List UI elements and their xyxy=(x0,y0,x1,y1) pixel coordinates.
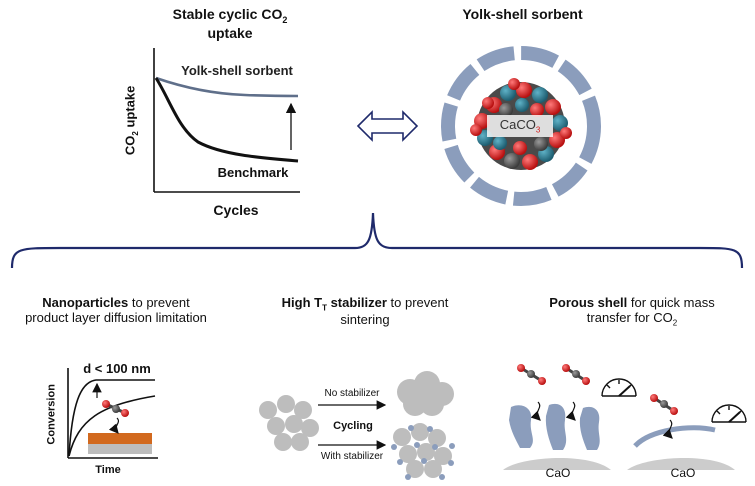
shell-fragment-3 xyxy=(579,406,600,450)
nano-conversion-curve xyxy=(68,379,155,457)
curly-brace xyxy=(10,212,744,269)
cao-base-left xyxy=(503,457,611,470)
caco3-label-box xyxy=(487,115,553,137)
conversion-axis-label: Conversion xyxy=(45,384,58,445)
yolk-shell-title: Yolk-shell sorbent xyxy=(462,6,583,22)
double-arrow xyxy=(356,110,419,142)
yolk-shell-curve xyxy=(155,76,299,98)
porous-shell-ring xyxy=(441,46,601,206)
nanoparticles-title: Nanoparticles to prevent product layer d… xyxy=(25,295,207,325)
uptake-chart-title: Stable cyclic CO2 uptake xyxy=(172,6,288,42)
particle-size-label: d < 100 nm xyxy=(83,361,151,376)
stabilized-particles xyxy=(391,423,455,480)
shell-fragment-1 xyxy=(509,405,533,448)
stabilizer-illustration xyxy=(259,371,455,480)
uptake-chart xyxy=(153,48,300,193)
cycling-label: Cycling xyxy=(333,420,373,432)
caco3-label: CaCO3 xyxy=(499,117,541,135)
co2-molecule-1 xyxy=(517,364,546,385)
product-layer xyxy=(88,433,152,444)
speedometer-icon-left xyxy=(601,378,637,397)
co2-molecule-2 xyxy=(562,364,590,385)
co2-molecule-3 xyxy=(650,394,678,415)
cao-label-right: CaO xyxy=(670,466,696,480)
porous-shell-illustration xyxy=(503,364,747,470)
time-axis-label: Time xyxy=(95,464,121,476)
uptake-chart-ylabel: CO2 uptake xyxy=(122,85,141,156)
co2-molecule-nano xyxy=(102,400,129,417)
caco3-core xyxy=(470,78,572,170)
initial-particles xyxy=(259,395,319,451)
speedometer-icon-right xyxy=(711,404,747,423)
sintered-particles xyxy=(397,371,454,416)
shell-arc-right xyxy=(633,425,716,448)
with-stabilizer-label: With stabilizer xyxy=(320,451,384,462)
benchmark-curve-label: Benchmark xyxy=(217,165,289,180)
cao-base-right xyxy=(627,457,735,470)
stabilizer-title: High TT stabilizer to prevent sintering xyxy=(281,295,449,327)
shell-fragment-2 xyxy=(545,403,567,450)
no-stabilizer-label: No stabilizer xyxy=(324,388,380,399)
yolk-shell-curve-label: Yolk-shell sorbent xyxy=(181,63,293,78)
sorbent-layer xyxy=(88,444,152,454)
yolk-shell-illustration xyxy=(441,46,601,206)
cao-label-left: CaO xyxy=(545,466,571,480)
conversion-chart xyxy=(67,368,158,459)
porous-shell-title: Porous shell for quick mass transfer for… xyxy=(549,295,715,328)
uptake-chart-xlabel: Cycles xyxy=(213,202,259,218)
benchmark-curve xyxy=(154,77,299,163)
bulk-conversion-curve xyxy=(68,395,156,457)
